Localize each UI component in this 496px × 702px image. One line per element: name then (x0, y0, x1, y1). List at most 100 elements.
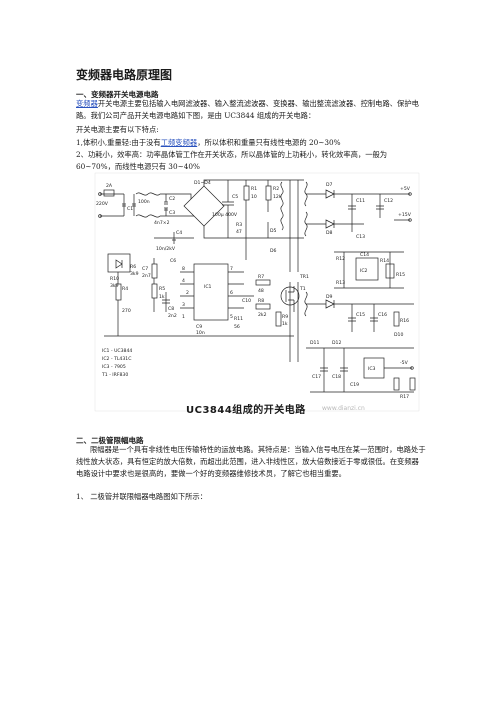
label-r16: R16 (400, 318, 409, 324)
page-title: 变频器电路原理图 (76, 68, 173, 82)
label-c5: C5 (232, 194, 238, 200)
label-c4: C4 (176, 230, 182, 236)
list-item-1: 1、 二极管并联限幅器电路图如下所示： (76, 492, 208, 501)
label-vin: 220V (96, 201, 109, 207)
label-c2: C2 (169, 196, 175, 202)
label-r11: R11 (234, 316, 243, 322)
label-pin-6: 6 (230, 290, 233, 296)
label-r3-value: 47 (236, 229, 242, 235)
label-c15: C15 (356, 312, 365, 318)
label-ic2: IC2 (360, 268, 368, 274)
label-r8-value: 2k2 (258, 312, 267, 318)
watermark: www.dianzi.cn (322, 405, 365, 412)
label-r2: R2 (273, 186, 279, 192)
label-pin-8: 8 (182, 266, 185, 272)
label-c8: C8 (168, 306, 174, 312)
label-r9: R9 (282, 314, 288, 320)
label-c1-value: 100n (138, 199, 150, 205)
point1-post: ，所以体积和重量只有线性电源的 20~30% (197, 138, 341, 147)
note-ic3: IC3 - 7905 (102, 364, 126, 370)
label-c17: C17 (312, 374, 321, 380)
link-inverter[interactable]: 变频器 (76, 99, 98, 108)
label-c13: C13 (356, 234, 365, 240)
label-c9: C9 (196, 324, 202, 330)
features-intro: 开关电源主要有以下特点: (76, 125, 159, 134)
label-r7-value: 48 (258, 288, 264, 294)
label-c7: C7 (142, 266, 148, 272)
feature-point-1: 1,体积小,重量轻:由于没有工频变频器，所以体积和重量只有线性电源的 20~30… (76, 137, 426, 149)
label-r17: R17 (400, 394, 409, 400)
label-c16: C16 (378, 312, 387, 318)
label-d11: D11 (310, 340, 319, 346)
label-pin-3: 3 (182, 302, 185, 308)
label-pin-1: 1 (182, 314, 185, 320)
label-fuse: 2A (106, 183, 113, 189)
label-pin-2: 2 (186, 290, 189, 296)
label-c11: C11 (356, 198, 365, 204)
label-d8: D8 (326, 230, 333, 236)
label-c3: C3 (169, 210, 175, 216)
label-d6: D6 (270, 248, 277, 254)
label-r4: R4 (122, 286, 128, 292)
label-r4-value: 270 (122, 308, 131, 314)
feature-point-2: 2、功耗小，效率高：功率晶体管工作在开关状态，所以晶体管的上功耗小，转化效率高，… (76, 150, 388, 171)
label-r6-value: 3k9 (130, 271, 139, 277)
point1-pre: 1,体积小,重量轻:由于没有 (76, 138, 161, 147)
label-r15: R15 (396, 272, 405, 278)
label-c7-value: 2n7 (142, 273, 151, 279)
label-r1-value: 10 (251, 194, 257, 200)
limiter-paragraph: 限幅器是一个具有非线性电压传输特性的运放电路。其特点是：当输入信号电压在某一范围… (76, 445, 426, 478)
label-r14: R14 (380, 258, 389, 264)
label-d5: D5 (270, 228, 277, 234)
section-heading-2: 二、二极管限幅电路 (76, 436, 144, 445)
label-r10-value: 3k9 (110, 283, 119, 289)
label-r2-value: 12k (273, 194, 282, 200)
intro-paragraph: 变频器开关电源主要包括输入电网滤波器、输入整流滤波器、变换器、输出整流滤波器、控… (76, 98, 426, 122)
label-t1: T1 (299, 286, 306, 292)
label-r11-value: 56 (234, 324, 240, 330)
label-minus-5v: -5V (400, 360, 409, 366)
label-tr1: TR1 (299, 274, 309, 280)
label-r13: R13 (336, 280, 345, 286)
label-c1: C1 (127, 206, 133, 212)
figure-caption: UC3844组成的开关电路 (186, 405, 306, 416)
label-pin-7: 7 (230, 266, 233, 272)
label-plus-15v: +15V (398, 212, 412, 218)
label-ic1: IC1 (204, 284, 212, 290)
label-r12: R12 (336, 256, 345, 262)
intro-text: 开关电源主要包括输入电网滤波器、输入整流滤波器、变换器、输出整流滤波器、控制电路… (76, 99, 419, 120)
label-r8: R8 (258, 298, 264, 304)
label-d9: D9 (326, 294, 333, 300)
label-r3: R3 (236, 222, 242, 228)
label-r5-value: 1k (159, 294, 165, 300)
label-r1: R1 (251, 186, 257, 192)
label-c19: C19 (350, 382, 359, 388)
label-c3-value: 4n7×2 (154, 220, 170, 226)
label-d10: D10 (394, 332, 403, 338)
label-pin-5: 5 (230, 314, 233, 320)
label-d7: D7 (326, 182, 333, 188)
label-r10: R10 (110, 276, 119, 282)
label-c14: C14 (360, 252, 369, 258)
label-plus-5v: +5V (400, 186, 411, 192)
label-c10: C10 (242, 298, 251, 304)
label-r7: R7 (258, 274, 264, 280)
section-heading: 一、变频器开关电源电路 (76, 90, 159, 99)
note-t1: T1 - IRF830 (101, 372, 128, 378)
label-c9-value: 10n (196, 330, 205, 336)
label-c8-value: 2n2 (168, 313, 177, 319)
label-ic3: IC3 (368, 366, 376, 372)
label-c5-value: 100μ 400V (212, 212, 238, 218)
label-c6: C6 (170, 258, 176, 264)
label-pin-4: 4 (182, 278, 185, 284)
label-r5: R5 (159, 286, 165, 292)
label-r6: R6 (130, 264, 136, 270)
circuit-diagram: 2A 220V C1 100n C2 C3 4n7×2 D1~D4 C4 10n… (94, 172, 420, 412)
note-ic2: IC2 - TL431C (102, 356, 131, 362)
label-c12: C12 (384, 198, 393, 204)
label-c4-value: 10n/2kV (156, 246, 176, 252)
link-power-freq[interactable]: 工频变频器 (160, 138, 198, 147)
note-ic1: IC1 - UC3844 (102, 348, 132, 354)
label-r9-value: 1k (282, 321, 288, 327)
label-bridge: D1~D4 (194, 180, 211, 186)
